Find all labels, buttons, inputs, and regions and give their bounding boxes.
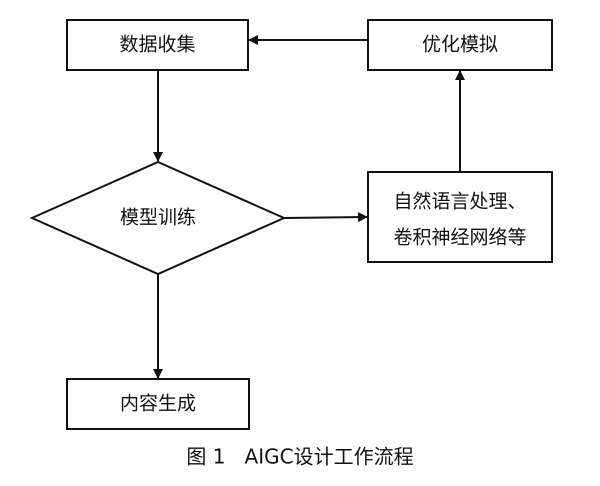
content-generation-label: 内容生成 <box>120 393 196 415</box>
content-generation-box <box>66 378 250 430</box>
nlp-cnn-label-line2: 卷积神经网络等 <box>393 227 526 249</box>
data-collection-label: 数据收集 <box>119 34 195 56</box>
arrow-training-to-nlp <box>283 212 368 223</box>
figure-caption: 图 1 AIGC设计工作流程 <box>186 445 413 469</box>
nlp-cnn-label-line1: 自然语言处理、 <box>393 191 526 213</box>
model-training-label: 模型训练 <box>120 207 196 229</box>
data-collection-box <box>66 19 249 71</box>
optimize-sim-box <box>367 19 553 71</box>
nlp-cnn-box <box>367 171 553 263</box>
optimize-sim-label: 优化模拟 <box>422 34 498 56</box>
